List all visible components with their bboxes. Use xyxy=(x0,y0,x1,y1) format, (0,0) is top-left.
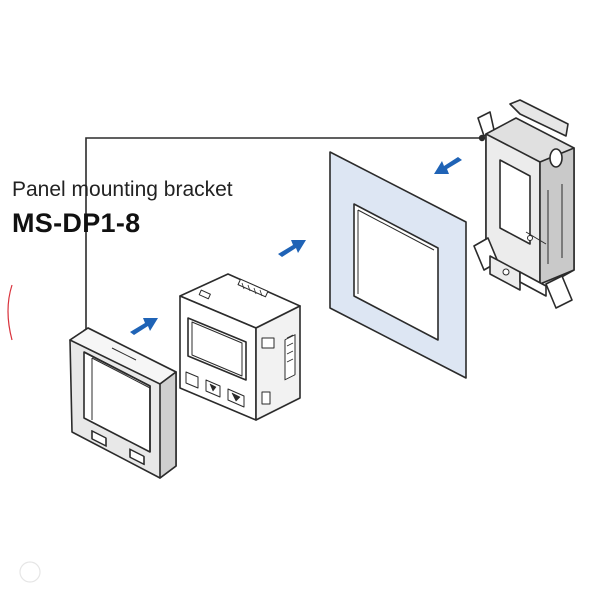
mounting-panel xyxy=(329,151,467,379)
arrow-2 xyxy=(278,240,306,257)
arrow-3 xyxy=(434,157,462,174)
arrow-1 xyxy=(130,318,158,335)
callout-model: MS-DP1-8 xyxy=(12,208,141,238)
mounting-bracket xyxy=(473,99,575,309)
callout-title: Panel mounting bracket xyxy=(12,178,233,201)
bracket-bezel xyxy=(69,327,177,479)
leader-line xyxy=(85,137,482,332)
margin-mark xyxy=(7,284,13,341)
watermark-icon xyxy=(19,561,41,583)
display-unit xyxy=(179,273,301,421)
